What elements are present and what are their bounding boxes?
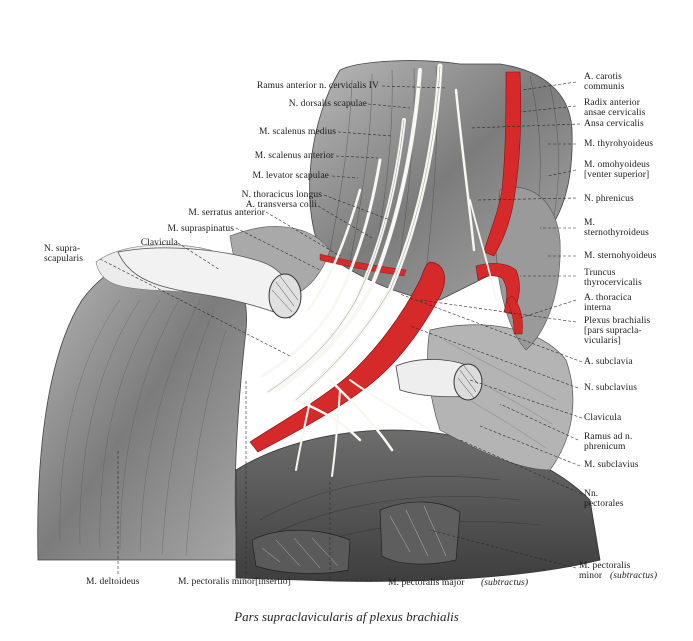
label-m-pectoralis-major: M. pectoralis major <box>388 578 465 588</box>
label-m-deltoideus: M. deltoideus <box>86 577 140 587</box>
label-m-omohyoideus: M. omohyoideus [venter superior] <box>584 160 650 180</box>
label-subtractus-bottom: (subtractus) <box>481 578 529 588</box>
label-m-sternothyroideus: M. sternothyroideus <box>584 218 649 238</box>
label-m-pectoralis-minor: M. pectoralis <box>579 561 631 571</box>
label-clavicula-left: Clavicula <box>140 238 178 248</box>
clavicle-cut-left <box>268 273 302 319</box>
label-m-thyrohyoideus: M. thyrohyoideus <box>584 139 654 149</box>
label-plexus-brachialis: Plexus brachialis [pars supracla- vicula… <box>584 316 651 346</box>
leader-lines <box>99 81 583 581</box>
label-m-subclavius: M. subclavius <box>584 460 639 470</box>
label-clavicula-right: Clavicula <box>584 413 622 423</box>
label-ramus-anterior: Ramus anterior n. cervicalis IV <box>256 81 379 91</box>
label-n-subclavius: N. subclavius <box>584 383 638 393</box>
label-a-subclavia: A. subclavia <box>584 357 633 367</box>
label-m-supraspinatus: M. supraspinatus <box>167 224 234 234</box>
label-n-suprascapularis: N. supra- scapularis <box>44 244 83 264</box>
internal-thoracic-artery <box>505 295 523 335</box>
figure-caption: Pars supraclavicularis af plexus brachia… <box>234 609 459 624</box>
label-m-serratus-anterior: M. serratus anterior <box>188 208 265 218</box>
label-m-pectoralis-minor-insertio: M. pectoralis minor[insertio] <box>178 577 291 587</box>
label-subtractus-right: (subtractus) <box>610 571 658 581</box>
label-m-sternohyoideus: M. sternohyoideus <box>584 251 657 261</box>
label-minor: minor <box>579 571 603 581</box>
label-n-phrenicus: N. phrenicus <box>584 194 634 204</box>
label-a-thoracica-interna: A. thoracica interna <box>584 293 632 313</box>
label-truncus-thyrocervicalis: Truncus thyrocervicalis <box>584 268 642 288</box>
label-ramus-phrenicum: Ramus ad n. phrenicum <box>584 432 633 452</box>
label-n-thoracicus-longus: N. thoracicus longus <box>241 190 322 200</box>
label-a-transversa-colli: A. transversa colli <box>245 200 317 210</box>
label-ansa-cervicalis: Ansa cervicalis <box>584 119 644 129</box>
label-a-carotis: A. carotis communis <box>584 72 625 92</box>
carotid-artery <box>483 71 522 257</box>
label-n-dorsalis-scapulae: N. dorsalis scapulae <box>288 99 367 109</box>
pectoralis-minor-cut <box>251 529 351 574</box>
label-m-scalenus-medius: M. scalenus medius <box>259 127 336 137</box>
label-nn-pectorales: Nn. pectorales <box>584 489 624 509</box>
clavicle-left-bone <box>117 247 294 319</box>
label-radix-anterior: Radix anterior ansae cervicalis <box>584 98 646 118</box>
label-m-levator-scapulae: M. levator scapulae <box>252 171 329 181</box>
subclavian-artery <box>249 261 445 453</box>
pectoralis-major-cut <box>379 501 461 565</box>
label-m-scalenus-anterior: M. scalenus anterior <box>254 151 334 161</box>
clavicle-cut-right <box>453 363 483 401</box>
